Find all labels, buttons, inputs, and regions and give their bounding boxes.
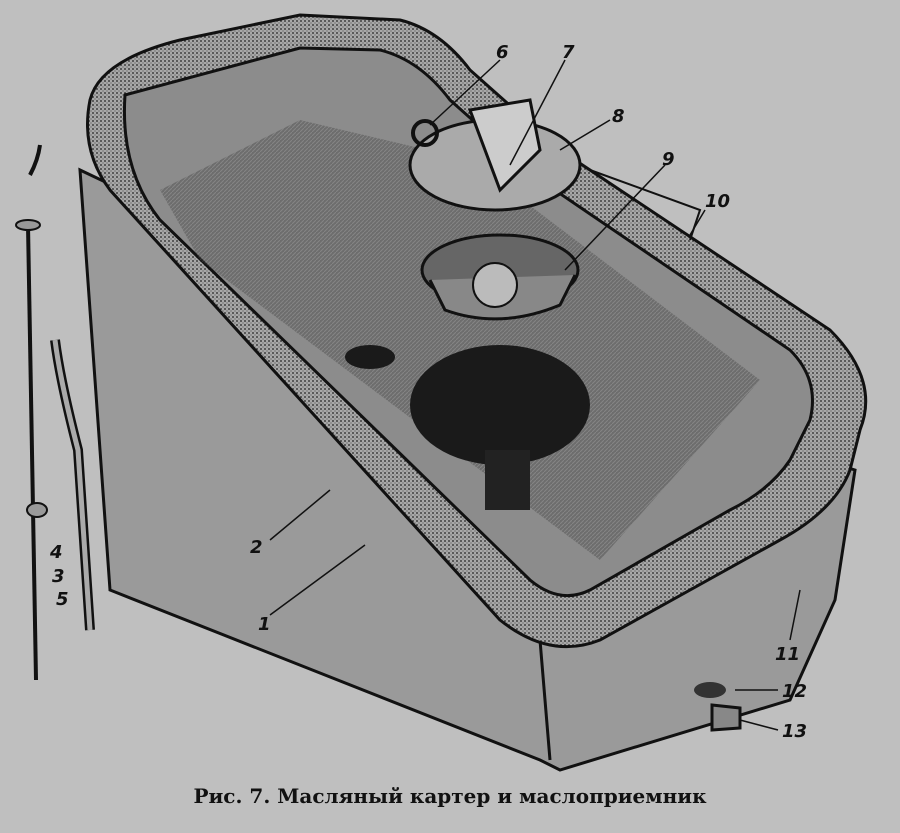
label-6: 6: [496, 42, 509, 63]
label-10: 10: [705, 191, 730, 212]
dipstick-tube: [50, 339, 95, 631]
oil-pickup-housing: [408, 98, 582, 212]
oil-pan-flange: [86, 13, 868, 649]
label-5: 5: [56, 589, 69, 610]
leader-lines: [269, 59, 801, 731]
label-7: 7: [562, 42, 575, 63]
strainer-disk: [345, 345, 590, 510]
label-9: 9: [662, 149, 675, 170]
drain-plug: [694, 682, 742, 732]
figure-caption: Рис. 7. Масляный картер и маслоприемник: [193, 784, 707, 808]
label-4: 4: [49, 542, 63, 563]
label-13: 13: [782, 721, 807, 742]
dipstick: [15, 144, 48, 681]
label-11: 11: [775, 644, 800, 665]
label-8: 8: [612, 106, 625, 127]
label-1: 1: [258, 614, 271, 635]
label-3: 3: [52, 566, 65, 587]
label-2: 2: [250, 537, 263, 558]
oil-strainer: [420, 233, 580, 321]
label-12: 12: [782, 681, 807, 702]
